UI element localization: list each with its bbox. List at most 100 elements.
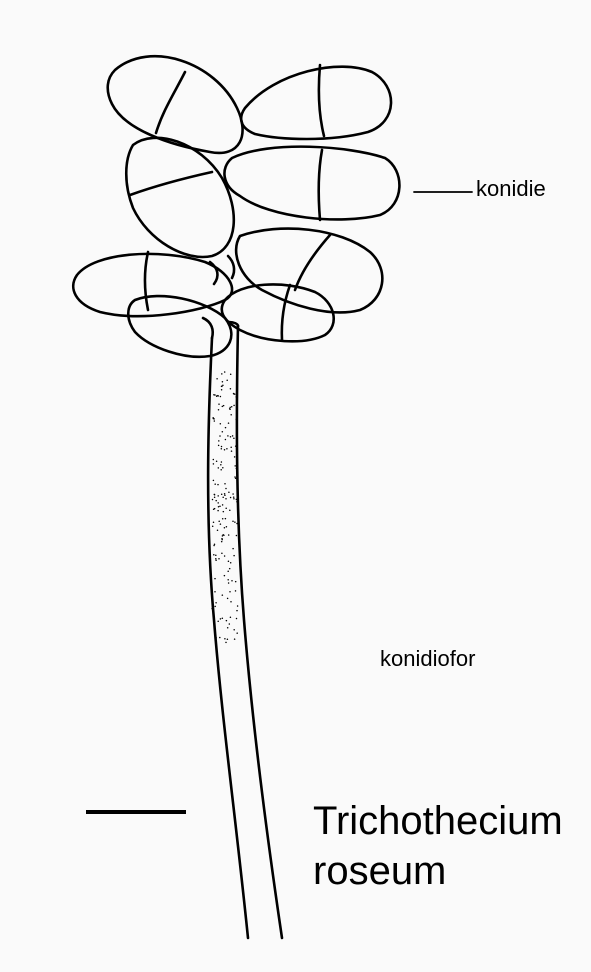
stipple-dot (214, 420, 216, 422)
stipple-dot (220, 523, 222, 525)
stipple-dot (214, 494, 216, 496)
stipple-dot (224, 494, 226, 496)
stipple-dot (222, 406, 224, 408)
stipple-dot (232, 548, 234, 550)
stipple-dot (213, 545, 215, 547)
stipple-dot (218, 403, 220, 405)
stipple-dot (218, 409, 220, 411)
stipple-dot (216, 460, 218, 462)
stipple-dot (235, 478, 237, 480)
stipple-dot (230, 601, 232, 603)
stipple-dot (224, 638, 226, 640)
stipple-dot (236, 610, 238, 612)
stipple-dot (229, 408, 231, 410)
stipple-dot (213, 622, 215, 624)
stipple-dot (221, 553, 223, 555)
stipple-dot (222, 381, 224, 383)
stipple-dot (220, 618, 222, 620)
stipple-dot (224, 555, 226, 557)
stipple-dot (218, 467, 220, 469)
stipple-dot (225, 518, 227, 520)
stipple-dot (236, 499, 238, 501)
stipple-dot (213, 418, 215, 420)
stipple-dot (236, 523, 238, 525)
stipple-dot (230, 497, 232, 499)
stipple-dot (221, 538, 223, 540)
stipple-dot (224, 483, 226, 485)
stipple-dot (222, 384, 224, 386)
stipple-dot (216, 395, 218, 397)
stipple-dot (235, 445, 237, 447)
stipple-dot (224, 449, 226, 451)
stipple-dot (217, 620, 219, 622)
stipple-dot (224, 493, 226, 495)
stipple-dot (221, 448, 223, 450)
stipple-dot (236, 632, 238, 634)
stipple-dot (232, 435, 234, 437)
stipple-dot (214, 591, 216, 593)
stipple-dot (221, 385, 223, 387)
stipple-dot (222, 431, 224, 433)
stipple-dot (234, 521, 236, 523)
stipple-dot (213, 521, 215, 523)
stipple-dot (227, 579, 229, 581)
stipple-dot (223, 535, 225, 537)
species-epithet: roseum (313, 846, 563, 896)
stipple-dot (214, 394, 216, 396)
stipple-dot (222, 497, 224, 499)
stipple-dot (230, 562, 232, 564)
stipple-dot (227, 435, 229, 437)
stipple-dot (225, 508, 227, 510)
stipple-dot (225, 427, 227, 429)
stipple-dot (217, 530, 219, 532)
stipple-dot (218, 440, 220, 442)
stipple-dot (222, 504, 224, 506)
stipple-dot (229, 568, 231, 570)
stipple-dot (219, 505, 221, 507)
conidium-label: konidie (476, 176, 546, 202)
stipple-dot (223, 511, 225, 512)
stipple-dot (215, 602, 217, 604)
stipple-dot (227, 598, 229, 600)
stipple-dot (230, 436, 232, 438)
stipple-dot (231, 580, 233, 582)
stipple-dot (230, 617, 232, 619)
stipple-dot (221, 541, 223, 543)
stipple-dot (235, 581, 237, 583)
stipple-dot (230, 414, 232, 416)
stipple-dot (225, 498, 227, 500)
stipple-dot (236, 535, 238, 537)
stipple-dot (214, 496, 216, 498)
stipple-dot (233, 496, 235, 498)
stipple-dot (224, 371, 226, 373)
stipple-dot (221, 389, 223, 391)
stipple-dot (221, 493, 223, 495)
stipple-dot (218, 558, 220, 560)
stipple-dot (229, 623, 231, 625)
stipple-dot (224, 527, 226, 529)
stipple-dot (218, 445, 220, 447)
stipple-dot (237, 605, 239, 607)
stipple-dot (226, 379, 228, 381)
stipple-dot (219, 435, 221, 437)
stipple-dot (217, 495, 219, 497)
stipple-dot (232, 521, 234, 523)
stipple-dot (215, 559, 217, 561)
conidium-1 (108, 56, 243, 153)
stipple-dot (226, 620, 228, 622)
stipple-dot (233, 498, 235, 500)
stipple-dot (219, 637, 221, 639)
stipple-dot (220, 469, 222, 471)
stipple-dot (228, 491, 230, 493)
stipple-dot (212, 525, 214, 527)
stipple-dot (214, 606, 216, 608)
stipple-dot (233, 555, 235, 557)
stipple-dot (230, 446, 232, 448)
species-genus: Trichothecium (313, 796, 563, 846)
conidium-2 (241, 65, 391, 139)
stipple-dot (227, 571, 229, 573)
stipple-dot (213, 554, 215, 556)
stipple-dot (228, 582, 230, 584)
stipple-dot (234, 476, 236, 478)
stipple-dot (231, 406, 233, 408)
